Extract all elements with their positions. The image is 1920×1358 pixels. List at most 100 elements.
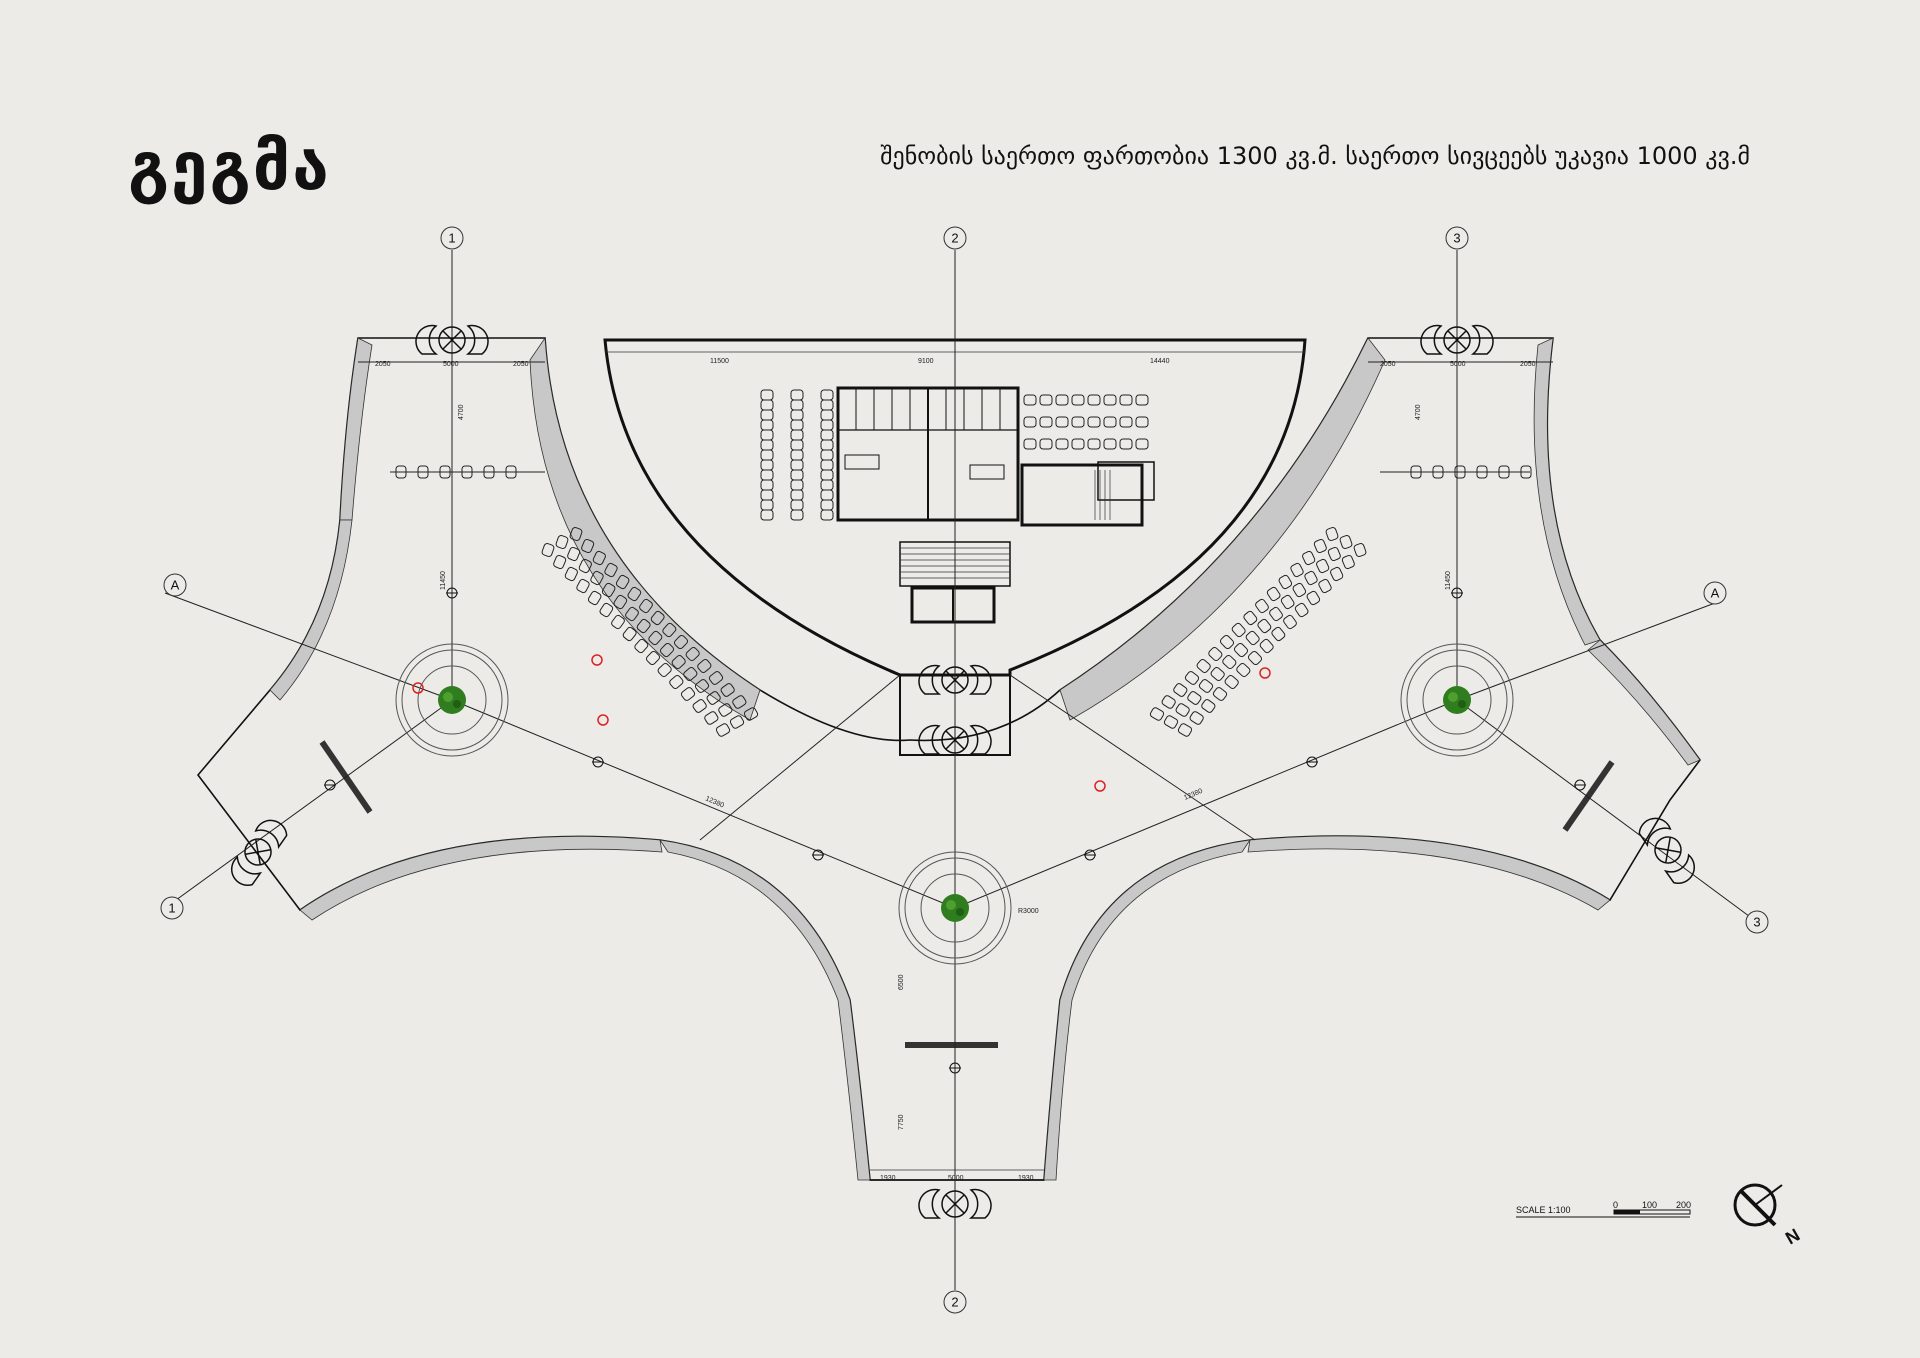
- right-curved-chair: [1258, 637, 1275, 655]
- hall-chair: [790, 509, 804, 521]
- hall-chair: [820, 409, 834, 421]
- left-curved-chair: [728, 714, 746, 730]
- hall-chair: [760, 469, 774, 481]
- hall-chair: [790, 459, 804, 471]
- right-curved-chair: [1172, 681, 1189, 699]
- left-curved-chair: [575, 577, 591, 595]
- hall-chair: [1087, 438, 1101, 450]
- right-curved-chair: [1317, 577, 1333, 595]
- svg-text:2050: 2050: [375, 361, 391, 368]
- hall-chair: [1103, 438, 1117, 450]
- svg-text:SCALE 1:100: SCALE 1:100: [1516, 1205, 1571, 1215]
- right-curved-chair: [1235, 661, 1252, 679]
- right-curved-chair: [1186, 689, 1203, 707]
- hall-chair: [790, 469, 804, 481]
- fire-extinguisher-icons: [412, 654, 1271, 792]
- grid-bubble-3-top: 3: [1445, 226, 1469, 250]
- grid-bubble-a-right: A: [1703, 581, 1727, 605]
- right-curved-chair: [1281, 613, 1299, 631]
- right-curved-chair: [1312, 538, 1328, 554]
- svg-text:11450: 11450: [440, 571, 447, 590]
- hall-chair: [760, 459, 774, 471]
- left-curved-chair: [679, 685, 697, 703]
- right-curved-chair: [1256, 617, 1273, 635]
- hall-chair: [760, 389, 774, 401]
- svg-text:4700: 4700: [1415, 404, 1422, 420]
- svg-text:5000: 5000: [1450, 361, 1466, 368]
- hall-chair: [1023, 438, 1037, 450]
- right-curved-chair: [1221, 653, 1238, 671]
- left-curved-chair: [552, 554, 568, 570]
- right-curved-chair: [1188, 710, 1205, 726]
- right-curved-chair: [1195, 657, 1212, 675]
- right-curved-chair: [1211, 685, 1229, 703]
- hall-chair: [820, 509, 834, 521]
- hall-chair: [820, 429, 834, 441]
- hall-chair: [1103, 416, 1117, 428]
- grid-bubble-1-bottom: 1: [160, 896, 184, 920]
- right-curved-chair: [1253, 597, 1271, 615]
- hall-chair: [1055, 416, 1069, 428]
- right-curved-chair: [1160, 694, 1177, 710]
- hall-chair: [1055, 438, 1069, 450]
- hall-chair: [1071, 438, 1085, 450]
- svg-text:3: 3: [1753, 915, 1760, 930]
- right-curved-chair: [1305, 589, 1322, 607]
- right-curved-chair: [1200, 697, 1217, 715]
- page-subtitle: შენობის საერთო ფართობია 1300 კვ.მ. საერთ…: [880, 142, 1750, 170]
- left-curved-chair: [668, 673, 685, 691]
- right-curved-chair: [1148, 706, 1166, 722]
- svg-text:12380: 12380: [1183, 788, 1204, 802]
- hall-chair: [1135, 438, 1149, 450]
- hall-chair: [790, 399, 804, 411]
- right-curved-chair: [1242, 609, 1259, 627]
- right-curved-chair: [1291, 581, 1308, 599]
- right-curved-chair: [1218, 633, 1236, 651]
- svg-text:2: 2: [951, 1295, 958, 1310]
- svg-text:0: 0: [1613, 1200, 1618, 1210]
- hall-chair: [790, 439, 804, 451]
- dimension-labels: 2050 5000 2050 2050 5000 2050 11500 9100…: [375, 358, 1536, 1182]
- north-arrow-icon: N: [1733, 1183, 1803, 1248]
- right-curved-chair: [1267, 605, 1285, 623]
- right-curved-chair: [1289, 561, 1305, 579]
- hall-chair: [820, 489, 834, 501]
- hall-chair: [760, 499, 774, 511]
- svg-text:11450: 11450: [1445, 571, 1452, 590]
- hall-chair: [820, 449, 834, 461]
- grid-bubble-a-left: A: [163, 573, 187, 597]
- right-curved-chair: [1329, 565, 1345, 583]
- right-curved-chair: [1324, 526, 1340, 542]
- right-curved-chair: [1326, 546, 1342, 562]
- right-curved-chair: [1244, 629, 1261, 647]
- hall-chair: [790, 479, 804, 491]
- svg-text:6500: 6500: [898, 974, 905, 990]
- hall-chair: [1039, 394, 1053, 406]
- left-curved-chair: [703, 710, 720, 726]
- hall-chair: [760, 409, 774, 421]
- hall-chair: [1135, 416, 1149, 428]
- hall-chair: [790, 419, 804, 431]
- right-curved-chair: [1246, 649, 1264, 667]
- right-curved-chair: [1277, 573, 1294, 591]
- svg-text:9100: 9100: [918, 358, 934, 365]
- grid-bubble-3-bottom: 3: [1745, 910, 1769, 934]
- svg-text:2: 2: [951, 231, 958, 246]
- building-outline: [196, 336, 1701, 1181]
- svg-text:3: 3: [1453, 231, 1460, 246]
- right-curved-chair: [1265, 585, 1282, 603]
- right-curved-chair: [1197, 677, 1215, 695]
- hall-chair: [790, 449, 804, 461]
- hall-chair: [820, 459, 834, 471]
- hall-chair: [820, 419, 834, 431]
- svg-text:A: A: [1711, 586, 1720, 601]
- svg-text:200: 200: [1676, 1200, 1691, 1210]
- svg-text:2050: 2050: [1520, 361, 1536, 368]
- hall-chair: [1071, 416, 1085, 428]
- right-curved-chair: [1223, 673, 1240, 691]
- left-curved-chair: [598, 601, 615, 619]
- svg-text:7750: 7750: [898, 1114, 905, 1130]
- hall-chair: [820, 479, 834, 491]
- right-curved-chair: [1232, 641, 1250, 659]
- svg-text:1: 1: [448, 231, 455, 246]
